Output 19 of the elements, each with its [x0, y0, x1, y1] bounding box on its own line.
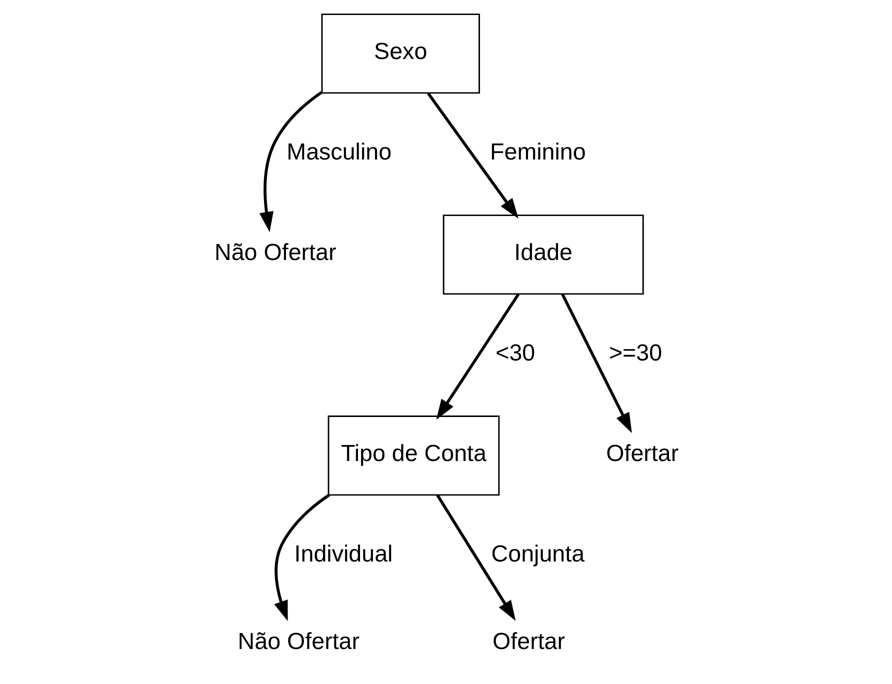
edge-label: >=30: [608, 340, 662, 366]
edge-label: Feminino: [490, 138, 586, 165]
arrow: [274, 494, 330, 622]
edge-label: Masculino: [286, 138, 392, 165]
node-text: Não Ofertar: [237, 628, 360, 654]
edge-label: Individual: [294, 540, 392, 567]
node-text: Ofertar: [492, 628, 565, 654]
arrow: [560, 294, 632, 434]
edge-label: Conjunta: [490, 540, 584, 567]
node-box: Idade: [442, 214, 644, 295]
arrow: [258, 91, 322, 232]
node-text: Não Ofertar: [214, 239, 336, 266]
edge-label: <30: [495, 340, 535, 366]
arrow: [436, 293, 520, 420]
node-box: Sexo: [320, 14, 480, 94]
node-box: Tipo de Conta: [327, 416, 500, 496]
arrow: [426, 92, 518, 219]
arrow: [436, 494, 516, 621]
node-text: Ofertar: [606, 440, 678, 466]
